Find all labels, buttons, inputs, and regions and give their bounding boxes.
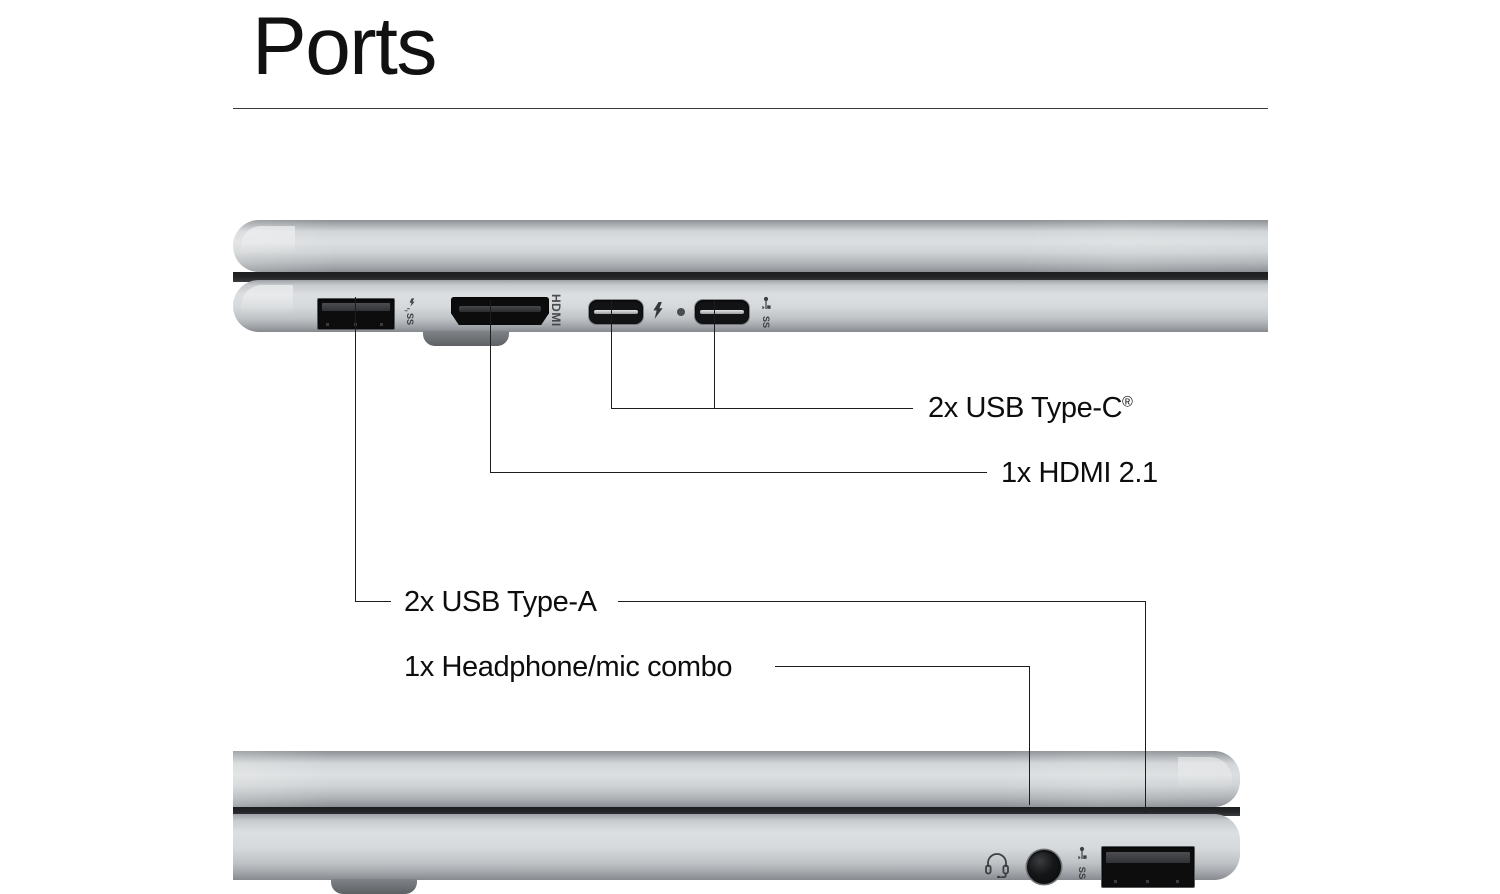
usb-a-tongue: [322, 303, 390, 311]
usb-c-bar: [594, 310, 638, 314]
callout-hdmi-label: 1x HDMI 2.1: [1001, 457, 1158, 489]
usb-superspeed-charging-icon: SS: [404, 298, 415, 325]
laptop-lid-top: [233, 220, 1268, 272]
svg-text:SS: SS: [405, 313, 415, 325]
lid-base-gap-bottom: [233, 807, 1240, 816]
registered-trademark-symbol: ®: [1122, 394, 1133, 411]
page-title: Ports: [252, 1, 437, 92]
lid-base-gap-top: [233, 272, 1268, 282]
headset-icon: [985, 853, 1009, 878]
title-divider: [233, 108, 1268, 109]
usb-a-pin: [1146, 880, 1149, 883]
usb-c-port-1: [589, 300, 643, 324]
usb-a-port: [1101, 846, 1195, 888]
leader-usb-a-bottom-horizontal: [618, 601, 1146, 602]
leader-usb-c-left: [611, 300, 612, 409]
lid-corner-highlight: [1178, 757, 1232, 801]
leader-headphone-horizontal: [775, 666, 1030, 667]
callout-hdmi: 1x HDMI 2.1: [1001, 459, 1158, 488]
laptop-base-bottom: SS: [233, 814, 1240, 894]
usb-a-tongue: [1106, 852, 1190, 863]
usb-a-pin: [326, 323, 329, 326]
leader-hdmi-horizontal: [490, 472, 987, 473]
usb-a-pin: [380, 323, 383, 326]
usb-superspeed-icon: SS: [761, 296, 771, 328]
headphone-mic-combo-jack: [1027, 850, 1061, 884]
callout-usb-c: 2x USB Type-C®: [928, 394, 1133, 423]
laptop-top-side-profile: SS HDMI SS: [233, 220, 1268, 346]
laptop-bottom-side-profile: SS: [233, 751, 1240, 894]
laptop-base-top: SS HDMI SS: [233, 280, 1268, 346]
callout-headphone-label: 1x Headphone/mic combo: [404, 651, 733, 683]
hdmi-port: [451, 297, 549, 325]
leader-usb-c-right: [714, 300, 715, 409]
thunderbolt-icon: [653, 302, 663, 319]
usb-c-bar: [700, 310, 744, 314]
laptop-lid-bottom: [233, 751, 1240, 807]
leader-usb-a-horizontal-left: [355, 601, 391, 602]
leader-headphone-vertical: [1029, 666, 1030, 805]
status-led-dot: [677, 308, 685, 316]
leader-usb-c-horizontal: [611, 408, 913, 409]
callout-headphone: 1x Headphone/mic combo: [404, 651, 733, 683]
callout-usb-a: 2x USB Type-A: [404, 588, 597, 617]
usb-c-port-2: [695, 300, 749, 324]
laptop-foot-bump: [331, 879, 417, 894]
svg-text:SS: SS: [761, 316, 771, 328]
callout-usb-a-label: 2x USB Type-A: [404, 586, 597, 618]
leader-usb-a-bottom-vertical: [1145, 601, 1146, 813]
hdmi-slot: [459, 306, 541, 312]
lid-corner-highlight: [241, 226, 295, 266]
usb-a-port: [317, 298, 395, 330]
leader-hdmi-vertical: [490, 300, 491, 473]
hdmi-label-marking: HDMI: [549, 294, 563, 327]
callout-usb-c-label: 2x USB Type-C: [928, 392, 1123, 424]
leader-usb-a-vertical: [355, 297, 356, 602]
usb-superspeed-icon: SS: [1076, 846, 1087, 880]
usb-a-pin: [1114, 880, 1117, 883]
laptop-foot-bump: [423, 331, 509, 346]
usb-a-pin: [1176, 880, 1179, 883]
base-corner-highlight: [241, 285, 293, 327]
svg-text:SS: SS: [1076, 867, 1087, 880]
